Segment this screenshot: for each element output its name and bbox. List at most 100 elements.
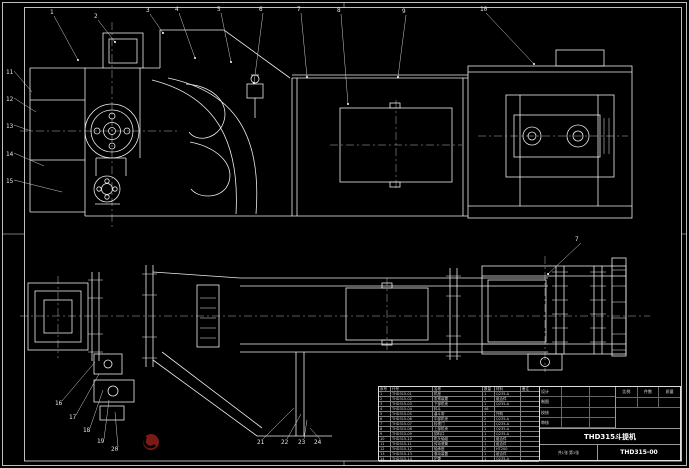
bom-cell: 3 xyxy=(379,402,391,407)
bom-cell: THD315-12 xyxy=(391,447,433,452)
bom-cell: Q235-A xyxy=(495,427,521,432)
bom-cell: THD315-07 xyxy=(391,422,433,427)
field-row: 审核 xyxy=(540,417,615,428)
bom-cell: 机座 xyxy=(433,392,483,397)
callout-label: 3 xyxy=(146,7,150,14)
bom-cell: Q235-A xyxy=(495,402,521,407)
bom-cell: 1 xyxy=(483,402,495,407)
bom-cell: 1 xyxy=(483,442,495,447)
bom-cell xyxy=(521,407,539,412)
bom-cell: 护罩 xyxy=(433,457,483,462)
callout-label: 13 xyxy=(6,123,14,130)
field-date xyxy=(590,387,615,398)
bom-cell: 1 xyxy=(483,412,495,417)
callout-label: 2 xyxy=(94,13,98,20)
field-label: 设计 xyxy=(540,387,562,398)
callout-label: 12 xyxy=(6,96,14,103)
field-row: 制图 xyxy=(540,397,615,408)
field-row: 设计 xyxy=(540,387,615,398)
bom-cell: 1 xyxy=(483,437,495,442)
callout-label: 19 xyxy=(97,438,105,445)
field-date xyxy=(590,397,615,408)
side-view xyxy=(29,29,633,219)
bom-cell xyxy=(521,417,539,422)
field-label: 校核 xyxy=(540,407,562,418)
drawing-title: THD315斗提机 xyxy=(540,429,680,445)
callout-label: 6 xyxy=(259,6,263,13)
bom-cell: 下部机壳 xyxy=(433,402,483,407)
bom-header-cell: 备注 xyxy=(521,387,539,392)
bom-cell: 组合件 xyxy=(495,397,521,402)
bom-cell: 机头轴组 xyxy=(433,437,483,442)
info-label: 质量 xyxy=(659,387,681,398)
bom-cell: THD315-09 xyxy=(391,432,433,437)
bom-cell: 9 xyxy=(379,432,391,437)
bom-cell: 1 xyxy=(483,432,495,437)
info-label: 比例 xyxy=(616,387,638,398)
bom-cell: 中部机壳 xyxy=(433,417,483,422)
bom-cell: THD315-03 xyxy=(391,402,433,407)
field-signature xyxy=(562,407,590,418)
callout-label: 23 xyxy=(298,439,306,446)
bom-header-cell: 材料 xyxy=(495,387,521,392)
bom-cell: THD315-04 xyxy=(391,407,433,412)
callout-label: 15 xyxy=(6,178,14,185)
callout-label: 7 xyxy=(575,236,579,243)
bom-cell xyxy=(521,442,539,447)
bom-cell: Q235-A xyxy=(495,417,521,422)
bom-cell: 组合件 xyxy=(495,437,521,442)
bom-cell: 检视门 xyxy=(433,422,483,427)
bom-cell: 2 xyxy=(483,447,495,452)
plan-view xyxy=(27,257,627,437)
bom-cell: 12 xyxy=(379,447,391,452)
callout-labels: 1 2 3 4 5 6 7 8 9 10 11 12 13 14 15 16 1… xyxy=(6,6,579,453)
bom-cell: 13 xyxy=(379,452,391,457)
red-stamp-icon xyxy=(143,434,159,450)
bom-cell xyxy=(521,392,539,397)
callout-label: 22 xyxy=(281,439,289,446)
bom-cell xyxy=(521,437,539,442)
bom-cell: 4 xyxy=(379,407,391,412)
bom-cell: 1 xyxy=(483,422,495,427)
bom-cell: THD315-08 xyxy=(391,427,433,432)
bom-cell: Q235-A xyxy=(495,392,521,397)
callout-label: 17 xyxy=(69,414,77,421)
bom-cell xyxy=(495,407,521,412)
callout-label: 16 xyxy=(55,400,63,407)
callout-label: 21 xyxy=(257,439,265,446)
bom-cell: THD315-06 xyxy=(391,417,433,422)
bom-header-cell: 代号 xyxy=(391,387,433,392)
bom-header-cell: 名称 xyxy=(433,387,483,392)
bom-header-cell: 序号 xyxy=(379,387,391,392)
bom-cell: THD315-01 xyxy=(391,392,433,397)
bom-cell: 外购 xyxy=(495,412,521,417)
bom-cell: 2 xyxy=(379,397,391,402)
field-label: 制图 xyxy=(540,397,562,408)
bom-cell xyxy=(521,397,539,402)
bom-cell: THD315-05 xyxy=(391,412,433,417)
callout-label: 5 xyxy=(217,6,221,13)
callout-label: 24 xyxy=(314,439,322,446)
callout-label: 4 xyxy=(175,6,179,13)
callout-label: 14 xyxy=(6,151,14,158)
field-date xyxy=(590,418,615,428)
callout-label: 11 xyxy=(6,69,14,76)
bom-cell: 8 xyxy=(379,427,391,432)
bom-cell: THD315-10 xyxy=(391,437,433,442)
callout-label: 18 xyxy=(83,427,91,434)
field-row: 校核 xyxy=(540,407,615,418)
